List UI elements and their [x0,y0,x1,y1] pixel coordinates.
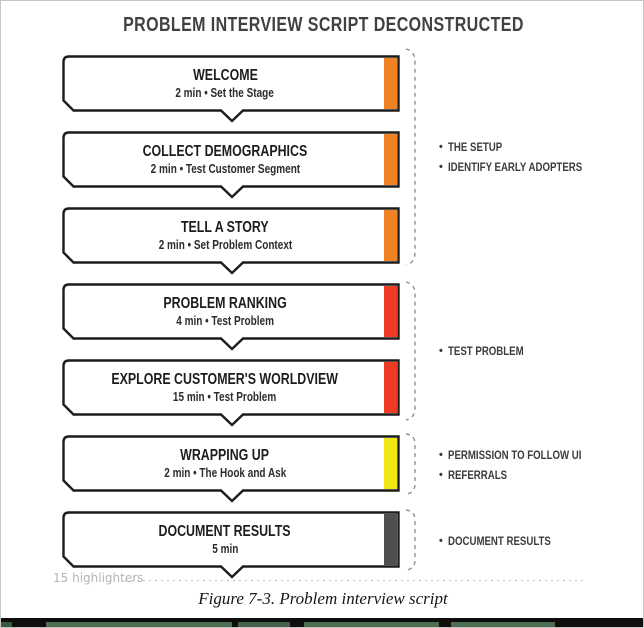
bullet-icon: • [439,468,443,481]
bullet-icon: • [439,140,443,153]
annotation-label: THE SETUP [447,142,503,154]
annotation-label: DOCUMENT RESULTS [447,536,551,548]
step-name-label: TELL A STORY [181,218,269,236]
bullet-icon: • [439,160,443,173]
annotation-item: • TEST PROBLEM [439,342,538,362]
annotation-item: • DOCUMENT RESULTS [439,532,570,552]
strip-segment [238,622,290,627]
duration-bar [384,210,397,261]
step-detail-label: 2 min • Set the Stage [175,86,275,100]
step-name-label: DOCUMENT RESULTS [158,522,292,540]
bullet-icon: • [439,448,443,461]
duration-bar [384,286,397,337]
duration-bar [384,514,397,565]
step-detail-label: 2 min • Test Customer Segment [150,162,300,176]
group-bracket-setup [405,48,419,266]
step-explore-worldview: EXPLORE CUSTOMER'S WORLDVIEW 15 min • Te… [62,359,402,427]
step-collect-demographics: COLLECT DEMOGRAPHICS 2 min • Test Custom… [62,131,402,199]
step-shape [62,283,400,351]
annotation-item: • REFERRALS [439,466,607,486]
annotation-item: • PERMISSION TO FOLLOW UI [439,446,607,466]
bullet-icon: • [439,344,443,357]
annotation-group-setup: • THE SETUP • IDENTIFY EARLY ADOPTERS [439,138,608,178]
annotation-label: PERMISSION TO FOLLOW UI [447,450,582,462]
bottom-window-strip [1,618,643,627]
step-detail-label: 15 min • Test Problem [173,390,277,404]
step-document-results: DOCUMENT RESULTS 5 min [62,511,402,579]
annotation-item: • THE SETUP [439,138,608,158]
annotation-item: • IDENTIFY EARLY ADOPTERS [439,158,608,178]
duration-bar [384,362,397,413]
step-shape [62,359,400,427]
step-text: EXPLORE CUSTOMER'S WORLDVIEW 15 min • Te… [72,361,378,414]
group-bracket-document [405,509,419,571]
duration-bar [384,438,397,489]
strip-segment [46,622,232,627]
strip-segment [304,622,439,627]
annotation-group-test-problem: • TEST PROBLEM [439,342,538,362]
step-tell-a-story: TELL A STORY 2 min • Set Problem Context [62,207,402,275]
step-detail-label: 2 min • The Hook and Ask [163,466,287,480]
annotation-group-document: • DOCUMENT RESULTS [439,532,570,552]
step-welcome: WELCOME 2 min • Set the Stage [62,55,402,123]
step-shape [62,511,400,579]
annotation-group-wrapping-up: • PERMISSION TO FOLLOW UI • REFERRALS [439,446,607,486]
step-shape [62,207,400,275]
annotation-label: REFERRALS [447,470,507,482]
step-name-label: EXPLORE CUSTOMER'S WORLDVIEW [111,370,339,388]
highlighters-note[interactable]: 15 highlighters [53,571,144,585]
step-shape [62,131,400,199]
step-problem-ranking: PROBLEM RANKING 4 min • Test Problem [62,283,402,351]
bullet-icon: • [439,534,443,547]
annotation-label: TEST PROBLEM [447,346,524,358]
diagram-title-text: PROBLEM INTERVIEW SCRIPT DECONSTRUCTED [122,14,524,36]
step-name-label: PROBLEM RANKING [163,294,287,312]
step-name-label: WELCOME [192,66,258,84]
step-wrapping-up: WRAPPING UP 2 min • The Hook and Ask [62,435,402,503]
step-detail-label: 4 min • Test Problem [176,314,274,328]
step-detail-label: 2 min • Set Problem Context [158,238,292,252]
group-bracket-test-problem [405,281,419,421]
group-bracket-wrapping-up [405,433,419,495]
highlighters-dotted-rule [125,579,583,581]
strip-segment [1,622,12,627]
step-text: PROBLEM RANKING 4 min • Test Problem [72,285,378,338]
step-detail-label: 5 min [211,542,239,556]
step-name-label: WRAPPING UP [180,446,270,464]
step-text: DOCUMENT RESULTS 5 min [72,513,378,566]
step-text: WRAPPING UP 2 min • The Hook and Ask [72,437,378,490]
step-text: COLLECT DEMOGRAPHICS 2 min • Test Custom… [72,133,378,186]
step-text: TELL A STORY 2 min • Set Problem Context [72,209,378,262]
diagram-title: PROBLEM INTERVIEW SCRIPT DECONSTRUCTED [1,14,643,37]
step-shape [62,55,400,123]
figure-caption: Figure 7-3. Problem interview script [198,589,448,608]
duration-bar [384,58,397,109]
duration-bar [384,134,397,185]
step-text: WELCOME 2 min • Set the Stage [72,57,378,110]
strip-segment [451,622,555,627]
annotation-label: IDENTIFY EARLY ADOPTERS [447,162,583,174]
step-name-label: COLLECT DEMOGRAPHICS [142,142,308,160]
step-shape [62,435,400,503]
